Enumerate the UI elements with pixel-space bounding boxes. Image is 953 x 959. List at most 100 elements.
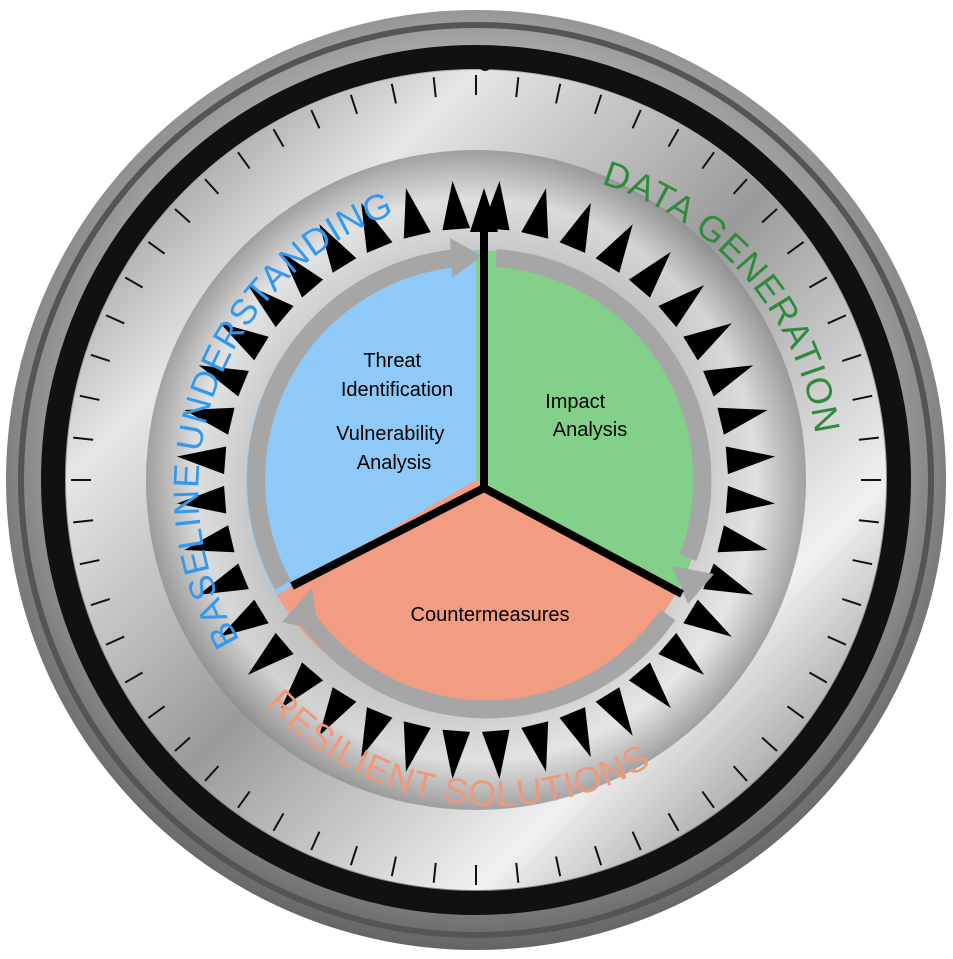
spike: [481, 729, 510, 780]
tick-mark: [594, 94, 603, 115]
bezel-inner-shade: [18, 22, 934, 938]
tick-mark: [827, 314, 847, 325]
spike-ring: [176, 180, 776, 780]
spike: [442, 729, 471, 780]
tick-mark: [732, 178, 748, 195]
tick-mark: [631, 109, 642, 129]
tick-mark: [105, 314, 125, 325]
spike: [559, 707, 591, 758]
tick-mark: [124, 276, 144, 289]
tick-mark: [827, 635, 847, 646]
spike: [717, 407, 768, 435]
black-ring: [41, 45, 911, 915]
spike: [628, 662, 671, 709]
tick-mark: [272, 128, 285, 148]
spike: [403, 721, 431, 772]
spike: [281, 662, 324, 709]
tick-mark: [667, 812, 680, 832]
spike: [198, 365, 249, 397]
spike: [198, 563, 249, 595]
tick-mark: [432, 77, 437, 98]
tick-mark: [105, 635, 125, 646]
tick-mark: [701, 790, 715, 809]
tick-mark: [701, 151, 715, 170]
spike: [703, 563, 754, 595]
tick-mark: [808, 671, 828, 684]
tick-mark: [732, 765, 748, 782]
impact-label: Impact Analysis: [545, 391, 627, 441]
sector-dividers: [290, 218, 684, 598]
vulnerability-label: Vulnerability Analysis: [336, 423, 450, 474]
spike: [683, 599, 732, 637]
tick-mark: [515, 77, 520, 98]
cycle-arrows: [247, 249, 712, 719]
tick-mark: [841, 353, 862, 362]
tick-mark: [310, 831, 321, 851]
tick-mark: [79, 394, 100, 401]
spike: [559, 202, 591, 253]
spike: [184, 407, 235, 435]
tick-mark: [786, 241, 805, 255]
tick-mark: [124, 671, 144, 684]
spike: [319, 224, 357, 273]
tick-mark: [852, 559, 873, 566]
tick-mark: [555, 856, 562, 877]
tick-mark: [73, 436, 94, 441]
spike: [220, 323, 269, 361]
tick-mark: [147, 241, 166, 255]
spike: [319, 687, 357, 736]
tick-mark: [237, 151, 251, 170]
tick-mark: [761, 736, 778, 752]
tick-mark: [73, 519, 94, 524]
tick-mark: [858, 436, 879, 441]
spike: [725, 446, 776, 475]
spike: [442, 180, 471, 231]
threat-label: Threat Identification: [341, 350, 453, 401]
tick-mark: [310, 109, 321, 129]
tick-mark: [594, 845, 603, 866]
tick-mark: [786, 705, 805, 719]
tick-mark: [515, 862, 520, 883]
spike: [184, 525, 235, 553]
tick-mark: [237, 790, 251, 809]
tick-mark: [858, 519, 879, 524]
spike: [703, 365, 754, 397]
tick-mark: [390, 856, 397, 877]
tick-mark: [90, 598, 111, 607]
spike: [361, 707, 393, 758]
tick-mark: [808, 276, 828, 289]
spike: [220, 599, 269, 637]
tick-mark: [667, 128, 680, 148]
spike: [595, 687, 633, 736]
tick-mark: [349, 94, 358, 115]
tick-mark: [555, 83, 562, 104]
spike: [247, 285, 294, 328]
tick-mark: [174, 736, 191, 752]
tick-mark: [349, 845, 358, 866]
spike: [683, 323, 732, 361]
countermeasures-label: Countermeasures: [411, 604, 570, 626]
tick-mark: [390, 83, 397, 104]
north-arrow-tip: [470, 188, 498, 232]
spike: [658, 632, 705, 675]
spike: [403, 188, 431, 239]
tick-mark: [204, 765, 220, 782]
tick-mark: [852, 394, 873, 401]
spike: [658, 285, 705, 328]
spike: [595, 224, 633, 273]
spike: [521, 188, 549, 239]
tick-mark: [761, 208, 778, 224]
spike: [725, 485, 776, 514]
tick-mark: [147, 705, 166, 719]
spike: [521, 721, 549, 772]
tick-mark: [432, 862, 437, 883]
spike: [176, 485, 227, 514]
tick-mark: [841, 598, 862, 607]
spike: [361, 202, 393, 253]
spike: [176, 446, 227, 475]
cycle-arrow-heads: [282, 238, 714, 630]
spike: [281, 251, 324, 298]
tick-mark: [631, 831, 642, 851]
tick-mark: [272, 812, 285, 832]
